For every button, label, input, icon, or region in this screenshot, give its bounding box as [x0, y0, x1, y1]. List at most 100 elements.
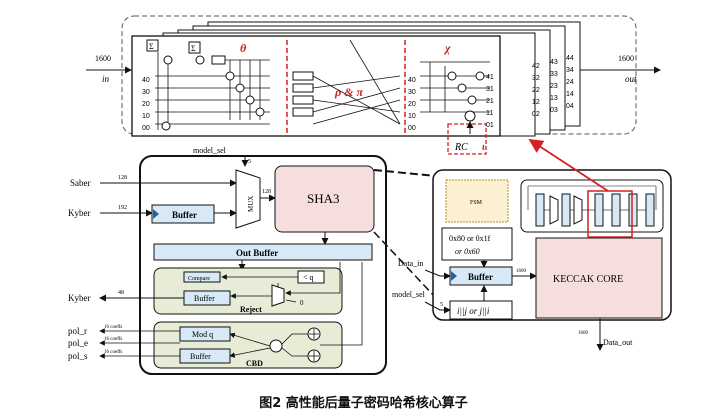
stack-col1-r2: 22 — [532, 87, 540, 94]
rho-pi-section: ρ & π — [292, 39, 401, 125]
out-row-3: 11 — [486, 110, 493, 117]
round-out-label: out — [625, 74, 637, 84]
pipe-round-2 — [611, 193, 621, 227]
data-in-label: Data_in — [398, 259, 423, 268]
stack-col1-r1: 32 — [532, 75, 540, 82]
stack-col1-r4: 02 — [532, 111, 540, 118]
rotate-box — [211, 55, 226, 65]
pol-r-label: pol_r — [68, 326, 87, 336]
stack-col3-r2: 24 — [566, 79, 574, 86]
chi-label: χ — [443, 41, 451, 55]
pad-line-1: 0x80 or 0x1f — [449, 234, 491, 243]
keccak-buffer-marker — [451, 271, 457, 281]
iota-label: ι — [482, 142, 485, 153]
xor-chi-2 — [457, 83, 467, 93]
out-row-0: 41 — [486, 74, 494, 81]
theta-label: θ — [240, 41, 247, 55]
sigma-box-2 — [188, 41, 201, 54]
sha3-label: SHA3 — [307, 191, 340, 206]
row-label-2: 20 — [142, 101, 150, 108]
row-label-0: 40 — [142, 77, 150, 84]
data-in-arrow — [424, 269, 451, 280]
left-accelerator: model_sel 5 Saber 128 Kyber 192 Buffer M… — [68, 146, 387, 375]
reject-buffer-label: Buffer — [194, 294, 215, 303]
right-sel-width: 5 — [440, 302, 443, 308]
out-buffer-label: Out Buffer — [236, 248, 278, 258]
concat-label: i||j or j||i — [457, 306, 490, 316]
row-label-3: 10 — [142, 113, 150, 120]
fsm-label: FSM — [470, 200, 483, 206]
stack-col3-r1: 34 — [566, 67, 574, 74]
pipe-stage-out — [645, 193, 655, 227]
xor-a-4 — [255, 107, 265, 117]
pol-e-coeffs: 16 coeffs — [104, 337, 122, 342]
input-buffer — [151, 204, 215, 224]
chi-section: χ 40 30 20 10 00 41 — [408, 41, 494, 132]
xor-a-1 — [225, 71, 235, 81]
pipe-stage-1 — [561, 193, 571, 227]
compare-label: Compare — [188, 276, 210, 282]
stage-row-0: 40 — [408, 77, 416, 84]
kyber-output-label: Kyber — [68, 293, 91, 303]
model-sel-width: 5 — [248, 159, 251, 165]
zoom-line-bottom — [373, 231, 437, 299]
core-in-width: 1600 — [516, 269, 527, 274]
saber-width: 128 — [118, 175, 127, 181]
saber-input-label: Saber — [70, 178, 91, 188]
row-label-1: 30 — [142, 89, 150, 96]
mux — [235, 169, 261, 229]
rho-box-2 — [292, 83, 314, 93]
pipe-stage-0 — [535, 193, 545, 227]
keccak-round-detail: 42 32 22 12 02 43 33 23 13 03 44 34 24 1… — [86, 15, 661, 155]
pipeline-highlight — [587, 190, 633, 238]
stage-row-4: 00 — [408, 125, 416, 132]
cbd-label: CBD — [246, 359, 263, 368]
stage-row-3: 10 — [408, 113, 416, 120]
round-in-width: 1600 — [95, 54, 111, 63]
mux-out-width: 128 — [262, 189, 271, 195]
keccak-buffer-label: Buffer — [468, 272, 493, 282]
stack-col1-r3: 12 — [532, 99, 540, 106]
right-model-sel-label: model_sel — [392, 290, 426, 299]
stack-col3-r0: 44 — [566, 55, 574, 62]
data-out-label: Data_out — [603, 338, 633, 347]
mux-label: MUX — [247, 196, 255, 212]
xor-a-2 — [235, 83, 245, 93]
out-buffer — [153, 243, 373, 261]
pad-box — [441, 227, 513, 261]
rho-box-3 — [292, 95, 314, 105]
sigma-label-1: Σ — [149, 42, 154, 51]
right-model-sel-arrow — [424, 301, 451, 314]
pol-s-coeffs: 16 coeffs — [104, 350, 122, 355]
kyber-out-width: 48 — [118, 290, 124, 296]
round-in-label: in — [102, 74, 110, 84]
pipe-round-1 — [594, 193, 604, 227]
pad-line-2: or 0x60 — [455, 247, 480, 256]
rho-box-4 — [292, 107, 314, 117]
xor-chi-3 — [467, 95, 477, 105]
row-label-4: 00 — [142, 125, 150, 132]
stack-col1-r0: 42 — [532, 63, 540, 70]
xor-a-5 — [161, 121, 171, 131]
theta-section: Σ Σ θ — [146, 39, 270, 131]
input-buffer-label: Buffer — [172, 210, 197, 220]
xor-iota — [464, 110, 476, 122]
reject-label: Reject — [240, 305, 262, 314]
rho-pi-label: ρ & π — [334, 85, 364, 99]
stack-col2-r0: 43 — [550, 59, 558, 66]
stack-col2-r4: 03 — [550, 107, 558, 114]
round-pipeline — [520, 179, 664, 238]
stack-col2-r2: 23 — [550, 83, 558, 90]
stack-col2-r1: 33 — [550, 71, 558, 78]
zero-label: 0 — [300, 299, 304, 307]
figure-caption: 图2 高性能后量子密码哈希核心算子 — [259, 396, 468, 411]
xor-theta-2 — [195, 55, 205, 65]
right-keccak-detail: FSM 0x80 or 0x1f or 0x60 Buffer Data_in … — [392, 169, 672, 351]
zoom-line-top — [373, 169, 437, 177]
stack-labels: 42 32 22 12 02 43 33 23 13 03 44 34 24 1… — [532, 55, 574, 118]
sigma-box-1 — [146, 39, 159, 52]
reject-mux — [271, 284, 285, 307]
xor-chi-1 — [447, 71, 457, 81]
out-row-2: 21 — [486, 98, 494, 105]
